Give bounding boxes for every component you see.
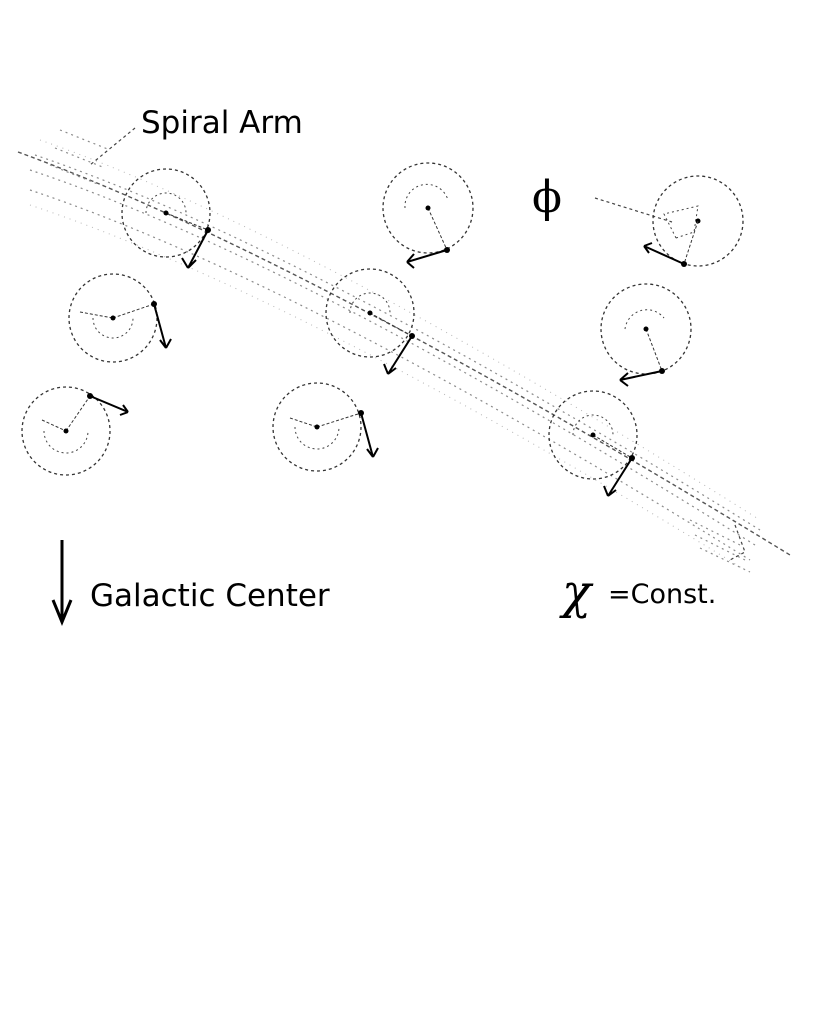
epicycle-arm-1 — [121, 168, 211, 269]
epicycle-center-lower — [272, 382, 379, 472]
epicycle-left-lower — [21, 386, 129, 476]
galactic-center-label: Galactic Center — [90, 578, 330, 614]
chi-const-group: χ =Const. — [559, 564, 716, 620]
phi-label-group: ϕ — [532, 172, 673, 223]
phi-symbol: ϕ — [532, 172, 562, 223]
spiral-arm-band — [17, 129, 791, 573]
down-arrow-icon — [51, 540, 73, 626]
epicycle-left-upper — [68, 273, 172, 363]
phi-pointer-line — [594, 197, 673, 223]
epicycle-upper-middle — [382, 162, 474, 269]
chi-const-label: =Const. — [608, 579, 716, 610]
spiral-arm-leader-line — [89, 127, 136, 166]
epicycle-arm-3 — [548, 390, 638, 497]
chi-symbol: χ — [559, 564, 594, 620]
spiral-arm-label: Spiral Arm — [141, 105, 303, 141]
epicycle-arm-2 — [325, 268, 415, 375]
epicycle-upper-right — [643, 175, 744, 267]
spiral-arm-label-group: Spiral Arm — [89, 105, 303, 166]
galactic-center-group: Galactic Center — [51, 540, 330, 626]
epicycle-right-middle — [600, 283, 692, 387]
